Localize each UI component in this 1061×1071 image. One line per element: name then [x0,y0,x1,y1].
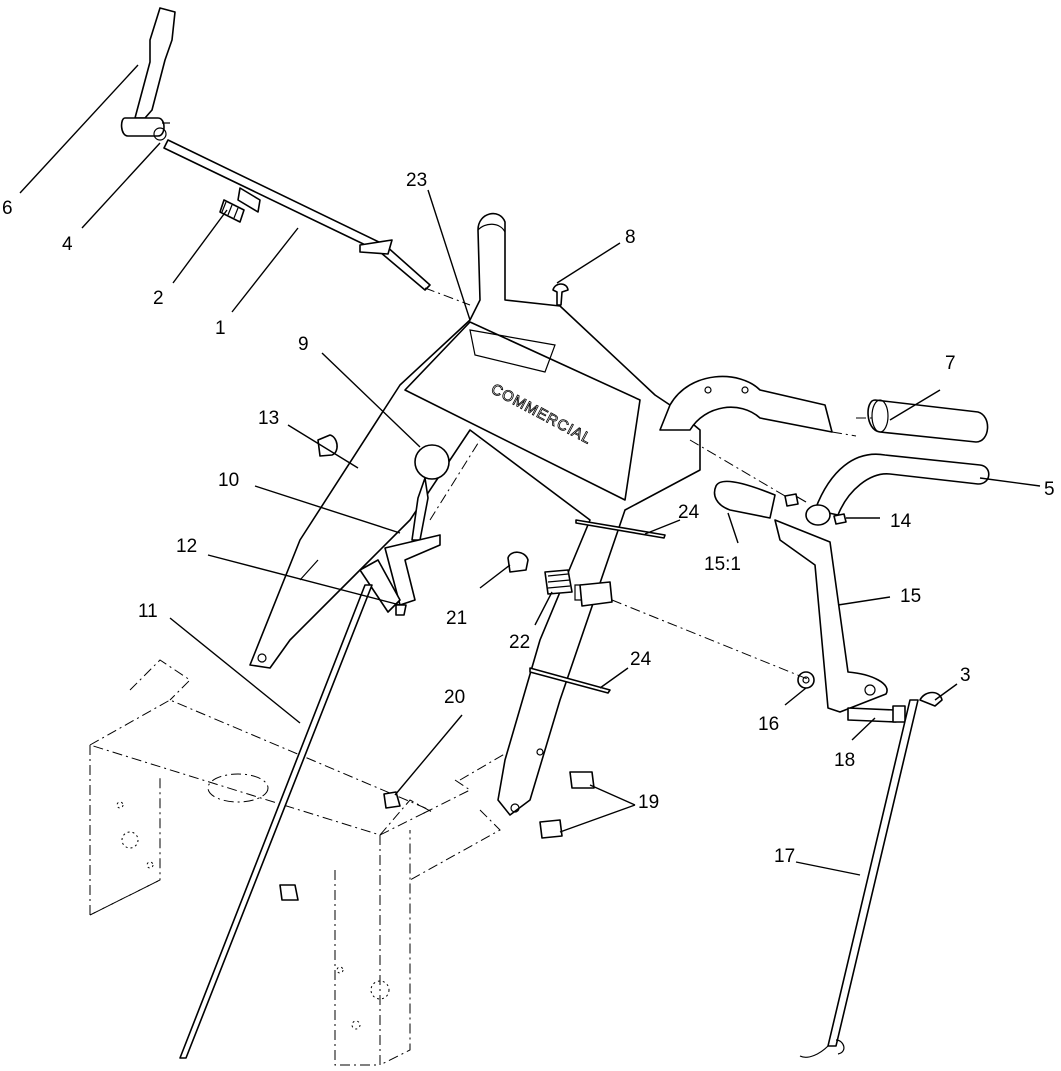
nut-lever [784,493,799,507]
control-rod [799,699,919,1058]
callout-22: 22 [509,632,530,653]
pin-24a [575,519,666,539]
callout-5: 5 [1044,479,1055,500]
frame-bracket [88,659,546,1066]
callout-7: 7 [945,353,956,374]
callout-12: 12 [176,536,197,557]
callout-23: 23 [406,170,427,191]
bolt-18 [847,707,897,723]
callout-17: 17 [774,846,795,867]
bushing-13 [317,434,338,457]
nut-20 [383,791,401,809]
leader-lines [19,64,1041,876]
push-pin-8 [552,283,569,306]
callout-2: 2 [153,288,164,309]
callout-13: 13 [258,408,279,429]
bracket-lever [713,480,888,713]
bolt-19b [539,819,563,839]
callout-3: 3 [960,665,971,686]
spacer [579,581,613,607]
pin-24b [529,667,611,694]
nut-frame [279,884,299,901]
nut-21 [507,551,529,573]
callout-8: 8 [625,227,636,248]
callout-1: 1 [215,318,226,339]
handle-bar-right [659,375,989,443]
callout-labels: 6 4 2 1 23 8 9 13 10 12 11 7 5 14 15:1 1… [2,170,1055,867]
long-rod [179,584,373,1059]
small-parts [279,283,943,901]
callout-6: 6 [2,198,13,219]
washer-16 [797,671,815,689]
callout-20: 20 [444,687,465,708]
main-handle: COMMERCIAL [249,212,701,816]
callout-16: 16 [758,714,779,735]
bolt-19a [569,771,595,789]
alignment-lines [611,439,811,681]
knob-lever [359,439,481,616]
shift-lever-and-rod [120,7,471,306]
callout-10: 10 [218,470,239,491]
callout-19: 19 [638,792,659,813]
clip-3 [919,691,943,707]
callout-24-upper: 24 [678,502,700,523]
lever-right [793,453,990,526]
callout-4: 4 [62,234,73,255]
callout-11: 11 [138,601,158,622]
callout-9: 9 [298,334,309,355]
screw-14 [833,513,847,525]
callout-15-1: 15:1 [704,554,741,575]
callout-18: 18 [834,750,855,771]
spring-2 [219,199,245,223]
callout-15: 15 [900,586,921,607]
callout-14: 14 [890,511,912,532]
callout-21: 21 [446,608,467,629]
callout-24-lower: 24 [630,649,652,670]
